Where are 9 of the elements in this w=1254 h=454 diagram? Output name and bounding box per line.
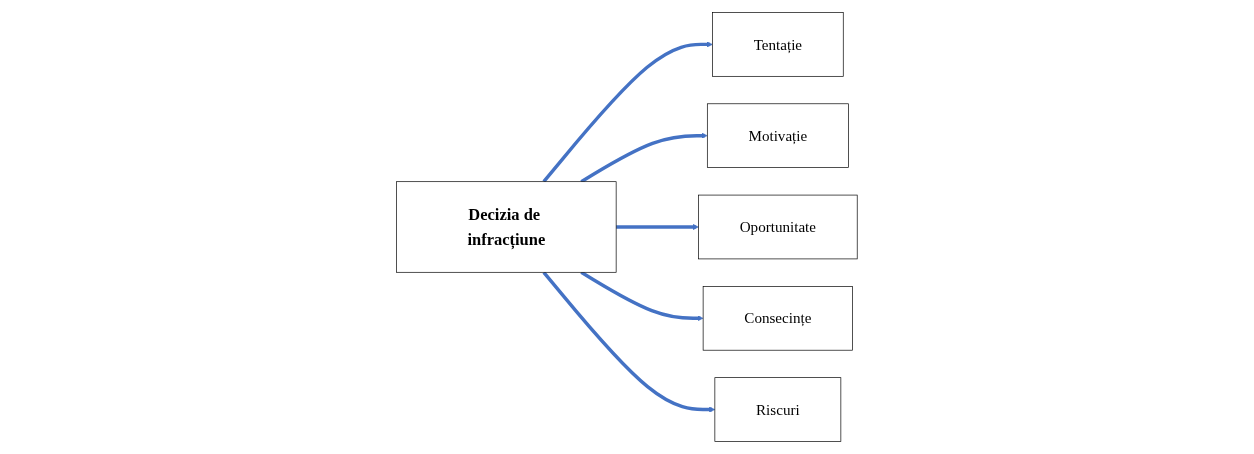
node-box: Tentație (712, 12, 844, 77)
arrow (542, 271, 716, 413)
node-box: Decizia de infracțiune (396, 181, 617, 273)
node-box: Consecințe (702, 286, 854, 351)
arrow (616, 223, 699, 230)
node-box: Oportunitate (698, 194, 858, 260)
node-box: Riscuri (714, 377, 842, 442)
arrow (542, 41, 713, 183)
node-box: Motivație (707, 103, 849, 168)
